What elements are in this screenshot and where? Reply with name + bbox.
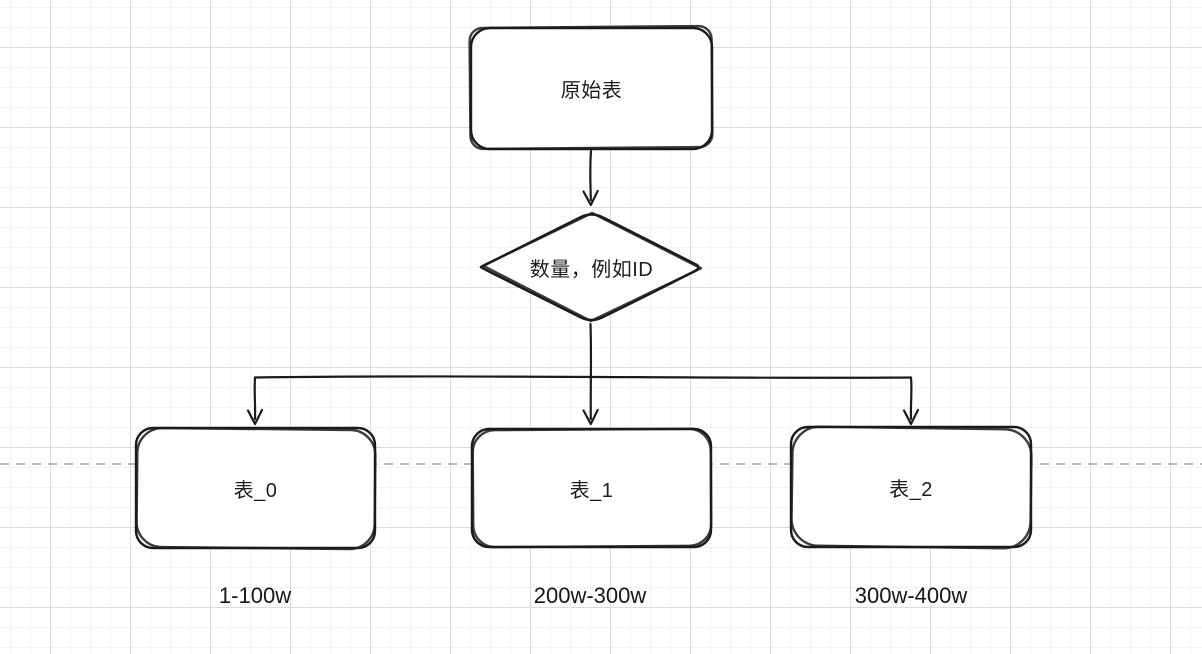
node-table0[interactable]: 表_0 <box>136 428 375 548</box>
node-decision[interactable]: 数量，例如ID <box>481 212 702 322</box>
node-table0-label: 表_0 <box>233 479 278 502</box>
node-decision-label: 数量，例如ID <box>529 258 654 281</box>
connector-decision-to-table1[interactable] <box>582 322 599 426</box>
node-table1-shape <box>470 427 713 549</box>
node-table1-label: 表_1 <box>569 479 614 502</box>
connector-branch-bar[interactable] <box>246 375 920 426</box>
node-table1[interactable]: 表_1 <box>472 429 711 547</box>
range-label-table0[interactable]: 1-100w <box>218 583 292 608</box>
node-table2-label: 表_2 <box>889 478 933 501</box>
node-source[interactable]: 原始表 <box>471 28 712 149</box>
node-source-shape <box>468 24 714 151</box>
node-source-label: 原始表 <box>560 80 623 102</box>
connector-source-to-decision[interactable] <box>582 149 599 207</box>
node-table2[interactable]: 表_2 <box>791 427 1031 547</box>
range-label-table1[interactable]: 200w-300w <box>533 583 647 608</box>
node-decision-shape <box>479 211 703 323</box>
range-label-table2[interactable]: 300w-400w <box>854 583 968 608</box>
node-table0-shape <box>134 426 377 551</box>
node-table2-shape <box>789 425 1033 550</box>
